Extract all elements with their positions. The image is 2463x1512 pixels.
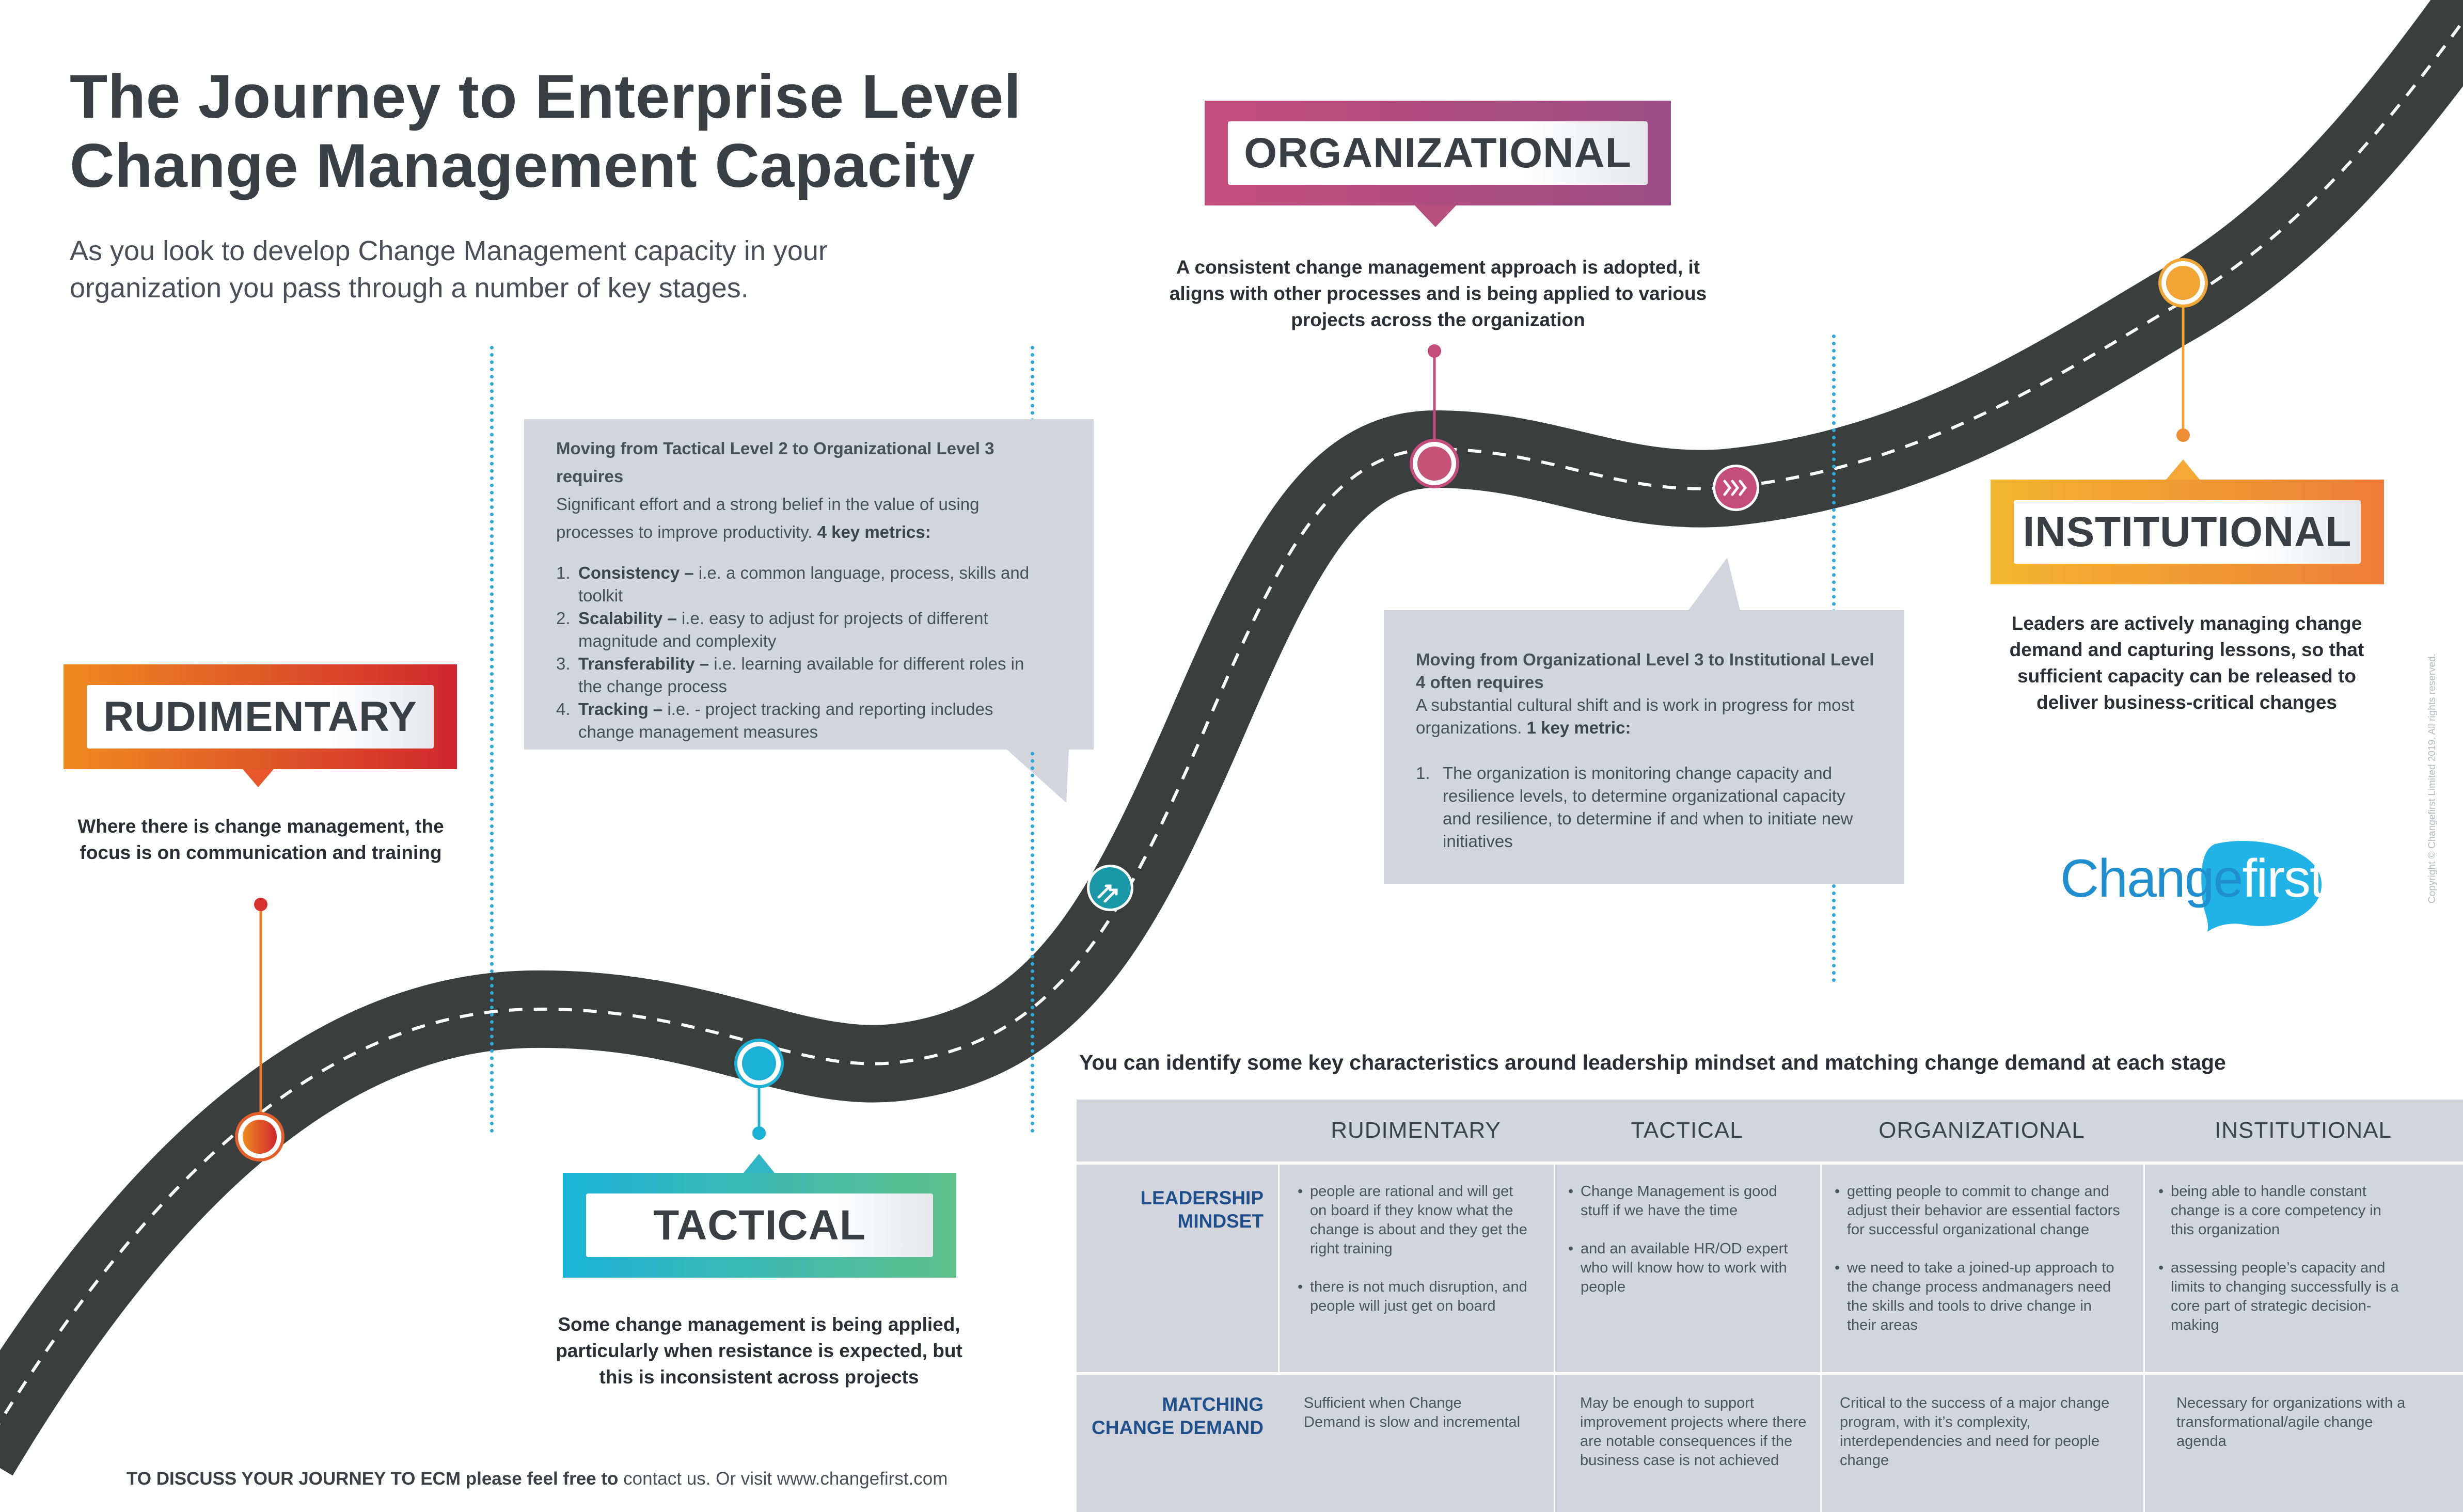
stage-tactical: TACTICAL xyxy=(563,1173,956,1278)
org-box-heading: Moving from Organizational Level 3 to In… xyxy=(1416,650,1874,692)
tactical-box-list: 1.Consistency – i.e. a common language, … xyxy=(556,562,1052,743)
table-caption: You can identify some key characteristic… xyxy=(1079,1051,2226,1074)
org-box-body: A substantial cultural shift and is work… xyxy=(1416,695,1855,737)
page-title: The Journey to Enterprise Level Change M… xyxy=(70,62,1021,200)
stage-tactical-label: TACTICAL xyxy=(586,1193,933,1257)
stage-organizational: ORGANIZATIONAL xyxy=(1205,101,1671,205)
separator-1 xyxy=(490,346,494,1133)
list-item: 1.The organization is monitoring change … xyxy=(1416,763,1853,851)
road-centerline xyxy=(0,0,2463,1456)
tactical-to-organizational-box: Moving from Tactical Level 2 to Organiza… xyxy=(524,419,1094,750)
organizational-to-institutional-box: Moving from Organizational Level 3 to In… xyxy=(1384,610,1904,884)
leadership-tactical-cell: Change Management is good stuff if we ha… xyxy=(1568,1182,1795,1316)
stage-tactical-description: Some change management is being applied,… xyxy=(556,1314,962,1388)
copyright-notice: Copyright © Changefirst Limited 2019. Al… xyxy=(2427,654,2438,903)
stage-institutional-label: INSTITUTIONAL xyxy=(2014,500,2361,564)
organizational-tail xyxy=(1415,205,1456,227)
leadership-rudimentary-cell: people are rational and will get on boar… xyxy=(1298,1182,1530,1335)
list-item: 3.Transferability – i.e. learning availa… xyxy=(556,654,1024,696)
stage-rudimentary-description: Where there is change management, the fo… xyxy=(77,816,444,863)
stage-institutional: INSTITUTIONAL xyxy=(1991,480,2384,584)
leadership-organizational-cell: getting people to commit to change and a… xyxy=(1835,1182,2124,1354)
institutional-tail xyxy=(2166,459,2200,480)
footer-bold-text: TO DISCUSS YOUR JOURNEY TO ECM please fe… xyxy=(127,1469,619,1489)
org-box-tail xyxy=(1688,558,1740,610)
logo-text-change: Change xyxy=(2060,849,2243,909)
tactical-box-tail xyxy=(1007,750,1069,803)
org-box-list: 1.The organization is monitoring change … xyxy=(1416,762,1875,853)
logo-bubble xyxy=(2201,841,2322,932)
stage-organizational-label: ORGANIZATIONAL xyxy=(1228,121,1648,185)
rudimentary-tail xyxy=(243,769,274,787)
stage-institutional-description: Leaders are actively managing change dem… xyxy=(2009,613,2364,713)
chevron-right-icon xyxy=(1713,465,1759,511)
list-item: 2.Scalability – i.e. easy to adjust for … xyxy=(556,609,988,650)
matching-tactical-cell: May be enough to support improvement pro… xyxy=(1580,1395,1807,1469)
column-header-institutional: INSTITUTIONAL xyxy=(2214,1118,2392,1143)
column-header-organizational: ORGANIZATIONAL xyxy=(1878,1118,2085,1143)
tactical-box-body: Significant effort and a strong belief i… xyxy=(556,495,980,542)
stage-rudimentary: RUDIMENTARY xyxy=(64,664,457,769)
stage-rudimentary-label: RUDIMENTARY xyxy=(87,685,434,749)
tactical-box-heading: Moving from Tactical Level 2 to Organiza… xyxy=(556,439,994,486)
matching-institutional-cell: Necessary for organizations with a trans… xyxy=(2176,1395,2406,1450)
matching-rudimentary-cell: Sufficient when Change Demand is slow an… xyxy=(1304,1395,1521,1430)
arrow-up-icon xyxy=(1087,865,1133,911)
column-header-rudimentary: RUDIMENTARY xyxy=(1331,1118,1501,1143)
intro-text: As you look to develop Change Management… xyxy=(70,235,828,304)
changefirst-logo: Changefirst xyxy=(2060,834,2329,932)
stage-organizational-description: A consistent change management approach … xyxy=(1169,257,1707,330)
matching-organizational-cell: Critical to the success of a major chang… xyxy=(1840,1395,2110,1469)
footer-contact-link[interactable]: contact us. Or visit www.changefirst.com xyxy=(623,1469,948,1489)
leadership-institutional-cell: being able to handle constant change is … xyxy=(2158,1182,2406,1354)
stage-characteristics-table: RUDIMENTARY TACTICAL ORGANIZATIONAL INST… xyxy=(1077,1100,2463,1512)
column-header-tactical: TACTICAL xyxy=(1631,1118,1743,1143)
list-item: 4.Tracking – i.e. - project tracking and… xyxy=(556,699,993,741)
logo-text-first: first xyxy=(2242,849,2325,909)
footer-contact: TO DISCUSS YOUR JOURNEY TO ECM please fe… xyxy=(127,1469,948,1489)
list-item: 1.Consistency – i.e. a common language, … xyxy=(556,563,1030,605)
tactical-tail xyxy=(744,1154,775,1173)
